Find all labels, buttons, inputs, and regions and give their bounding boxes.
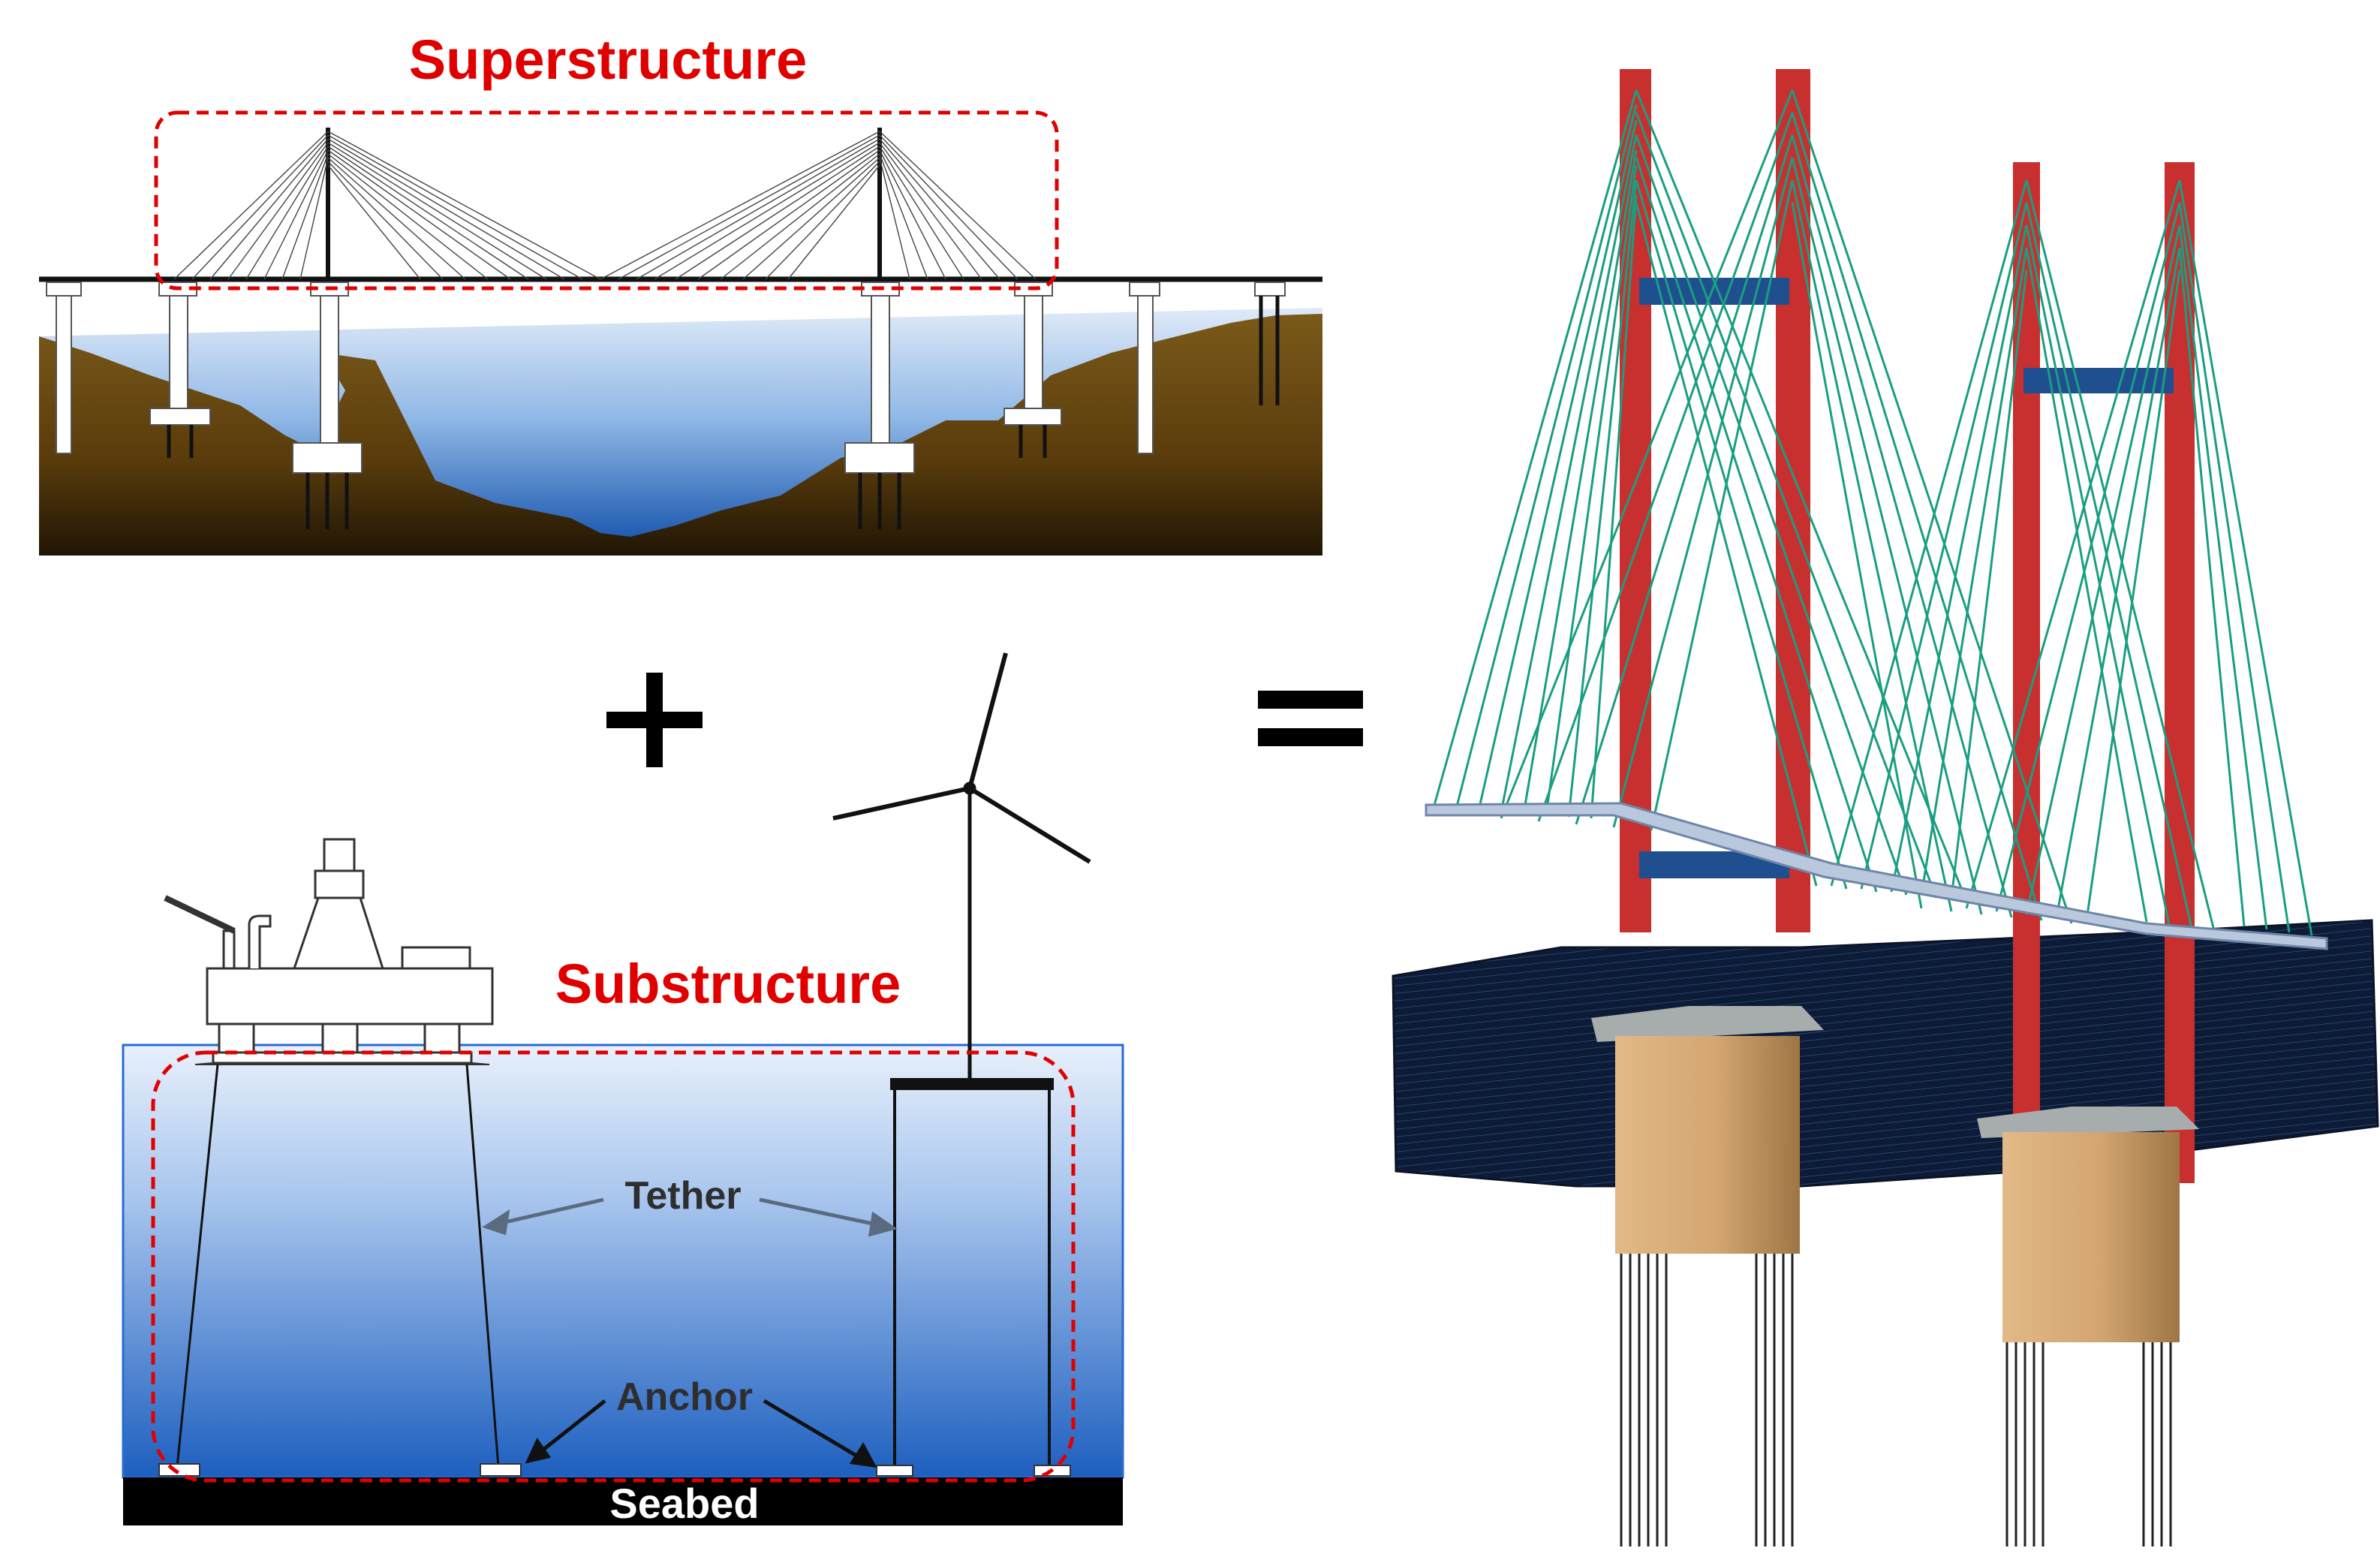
pier-caisson-right	[1977, 1107, 2199, 1546]
bridge-piles	[167, 296, 1280, 529]
turbine-floater	[890, 1078, 1054, 1090]
combined-3d-model	[1392, 69, 2379, 1546]
turbine-tethers	[893, 1090, 1051, 1467]
superstructure-highlight	[154, 110, 1059, 291]
seabed	[123, 1477, 1123, 1525]
substructure-label: Substructure	[555, 953, 901, 1015]
superstructure-label: Superstructure	[409, 29, 807, 91]
wind-turbine-icon	[832, 652, 1091, 1081]
oil-platform-icon	[164, 838, 494, 1065]
anchor-callouts	[525, 1399, 877, 1468]
bridge-deck-3d	[1425, 802, 2328, 950]
tether-label: Tether	[624, 1174, 741, 1218]
anchor-label: Anchor	[616, 1375, 753, 1419]
stay-cables-3d	[1432, 89, 2313, 936]
stay-cables-top	[173, 131, 1037, 280]
tether-callouts	[482, 1197, 898, 1237]
seabed-label: Seabed	[609, 1480, 759, 1527]
platform-tethers	[176, 1064, 500, 1468]
water-surface-mesh	[1392, 919, 2379, 1188]
equals-sign	[1258, 691, 1363, 746]
pier-caisson-left	[1591, 1006, 1824, 1546]
river-bank-ground	[39, 314, 1322, 556]
substructure-panel	[122, 652, 1124, 1525]
crossbeam-back	[2023, 368, 2174, 393]
substructure-highlight	[151, 1050, 1076, 1483]
bridge-section-panel	[39, 110, 1322, 556]
plus-sign	[606, 673, 703, 767]
